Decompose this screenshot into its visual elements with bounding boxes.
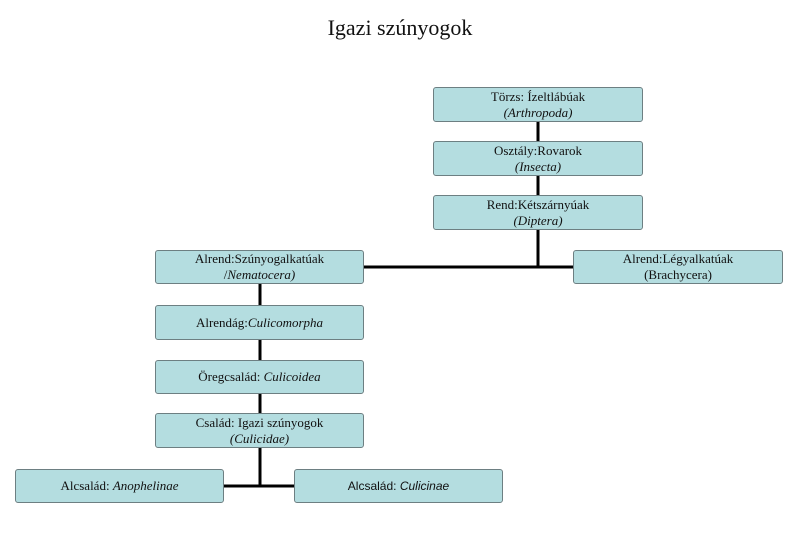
node-osztaly: Osztály:Rovarok (Insecta)	[433, 141, 643, 176]
node-osztaly-line2: (Insecta)	[514, 158, 562, 174]
node-alrendag: Alrendág:Culicomorpha	[155, 305, 364, 340]
node-alrendag-name: Culicomorpha	[247, 314, 324, 330]
node-oregcsalad-name: Culicoidea	[263, 369, 321, 384]
node-rend: Rend:Kétszárnyúak (Diptera)	[433, 195, 643, 230]
node-alrend-szunyog-line1: Alrend:Szúnyogalkatúak	[194, 251, 325, 266]
node-alrend-szunyog-line2-wrap: /Nematocera)	[224, 267, 296, 283]
node-alcsalad-anophelinae-name: Anophelinae	[112, 478, 179, 493]
node-alrend-legy-line1: Alrend:Légyalkatúak	[622, 251, 734, 266]
node-csalad: Család: Igazi szúnyogok (Culicidae)	[155, 413, 364, 448]
node-alcsalad-culicinae-name: Culicinae	[399, 479, 450, 493]
diagram-title: Igazi szúnyogok	[327, 15, 473, 40]
node-alcsalad-culicinae-text: Alcsalád: Culicinae	[348, 478, 449, 494]
node-alrend-szunyog-line2: Nematocera)	[227, 267, 296, 282]
node-torzs-line1: Törzs: Ízeltlábúak	[490, 88, 586, 104]
node-alrend-szunyog: Alrend:Szúnyogalkatúak /Nematocera)	[155, 250, 364, 284]
node-oregcsalad-text: Öregcsalád: Culicoidea	[198, 369, 320, 385]
node-oregcsalad: Öregcsalád: Culicoidea	[155, 360, 364, 394]
node-rend-line2: (Diptera)	[513, 212, 563, 228]
node-alcsalad-culicinae: Alcsalád: Culicinae	[294, 469, 503, 503]
node-csalad-line2: (Culicidae)	[229, 430, 290, 446]
node-alrend-legy-line2: (Brachycera)	[644, 267, 712, 282]
node-torzs-line2: (Arthropoda)	[503, 104, 573, 120]
node-osztaly-line1: Osztály:Rovarok	[493, 142, 583, 158]
node-alrend-szunyog-line2-prefix: /	[223, 267, 228, 282]
node-alcsalad-anophelinae-prefix: Alcsalád:	[60, 478, 113, 493]
node-csalad-line1: Család: Igazi szúnyogok	[195, 414, 324, 430]
node-alrendag-text: Alrendág:Culicomorpha	[196, 315, 323, 331]
node-alcsalad-culicinae-prefix: Alcsalád:	[347, 479, 400, 493]
node-torzs: Törzs: Ízeltlábúak (Arthropoda)	[433, 87, 643, 122]
node-rend-line1: Rend:Kétszárnyúak	[486, 196, 590, 212]
node-alcsalad-anophelinae: Alcsalád: Anophelinae	[15, 469, 224, 503]
node-oregcsalad-prefix: Öregcsalád:	[198, 369, 264, 384]
node-alrend-legy: Alrend:Légyalkatúak (Brachycera)	[573, 250, 783, 284]
node-alcsalad-anophelinae-text: Alcsalád: Anophelinae	[60, 478, 178, 494]
node-alrendag-prefix: Alrendág:	[195, 314, 248, 330]
